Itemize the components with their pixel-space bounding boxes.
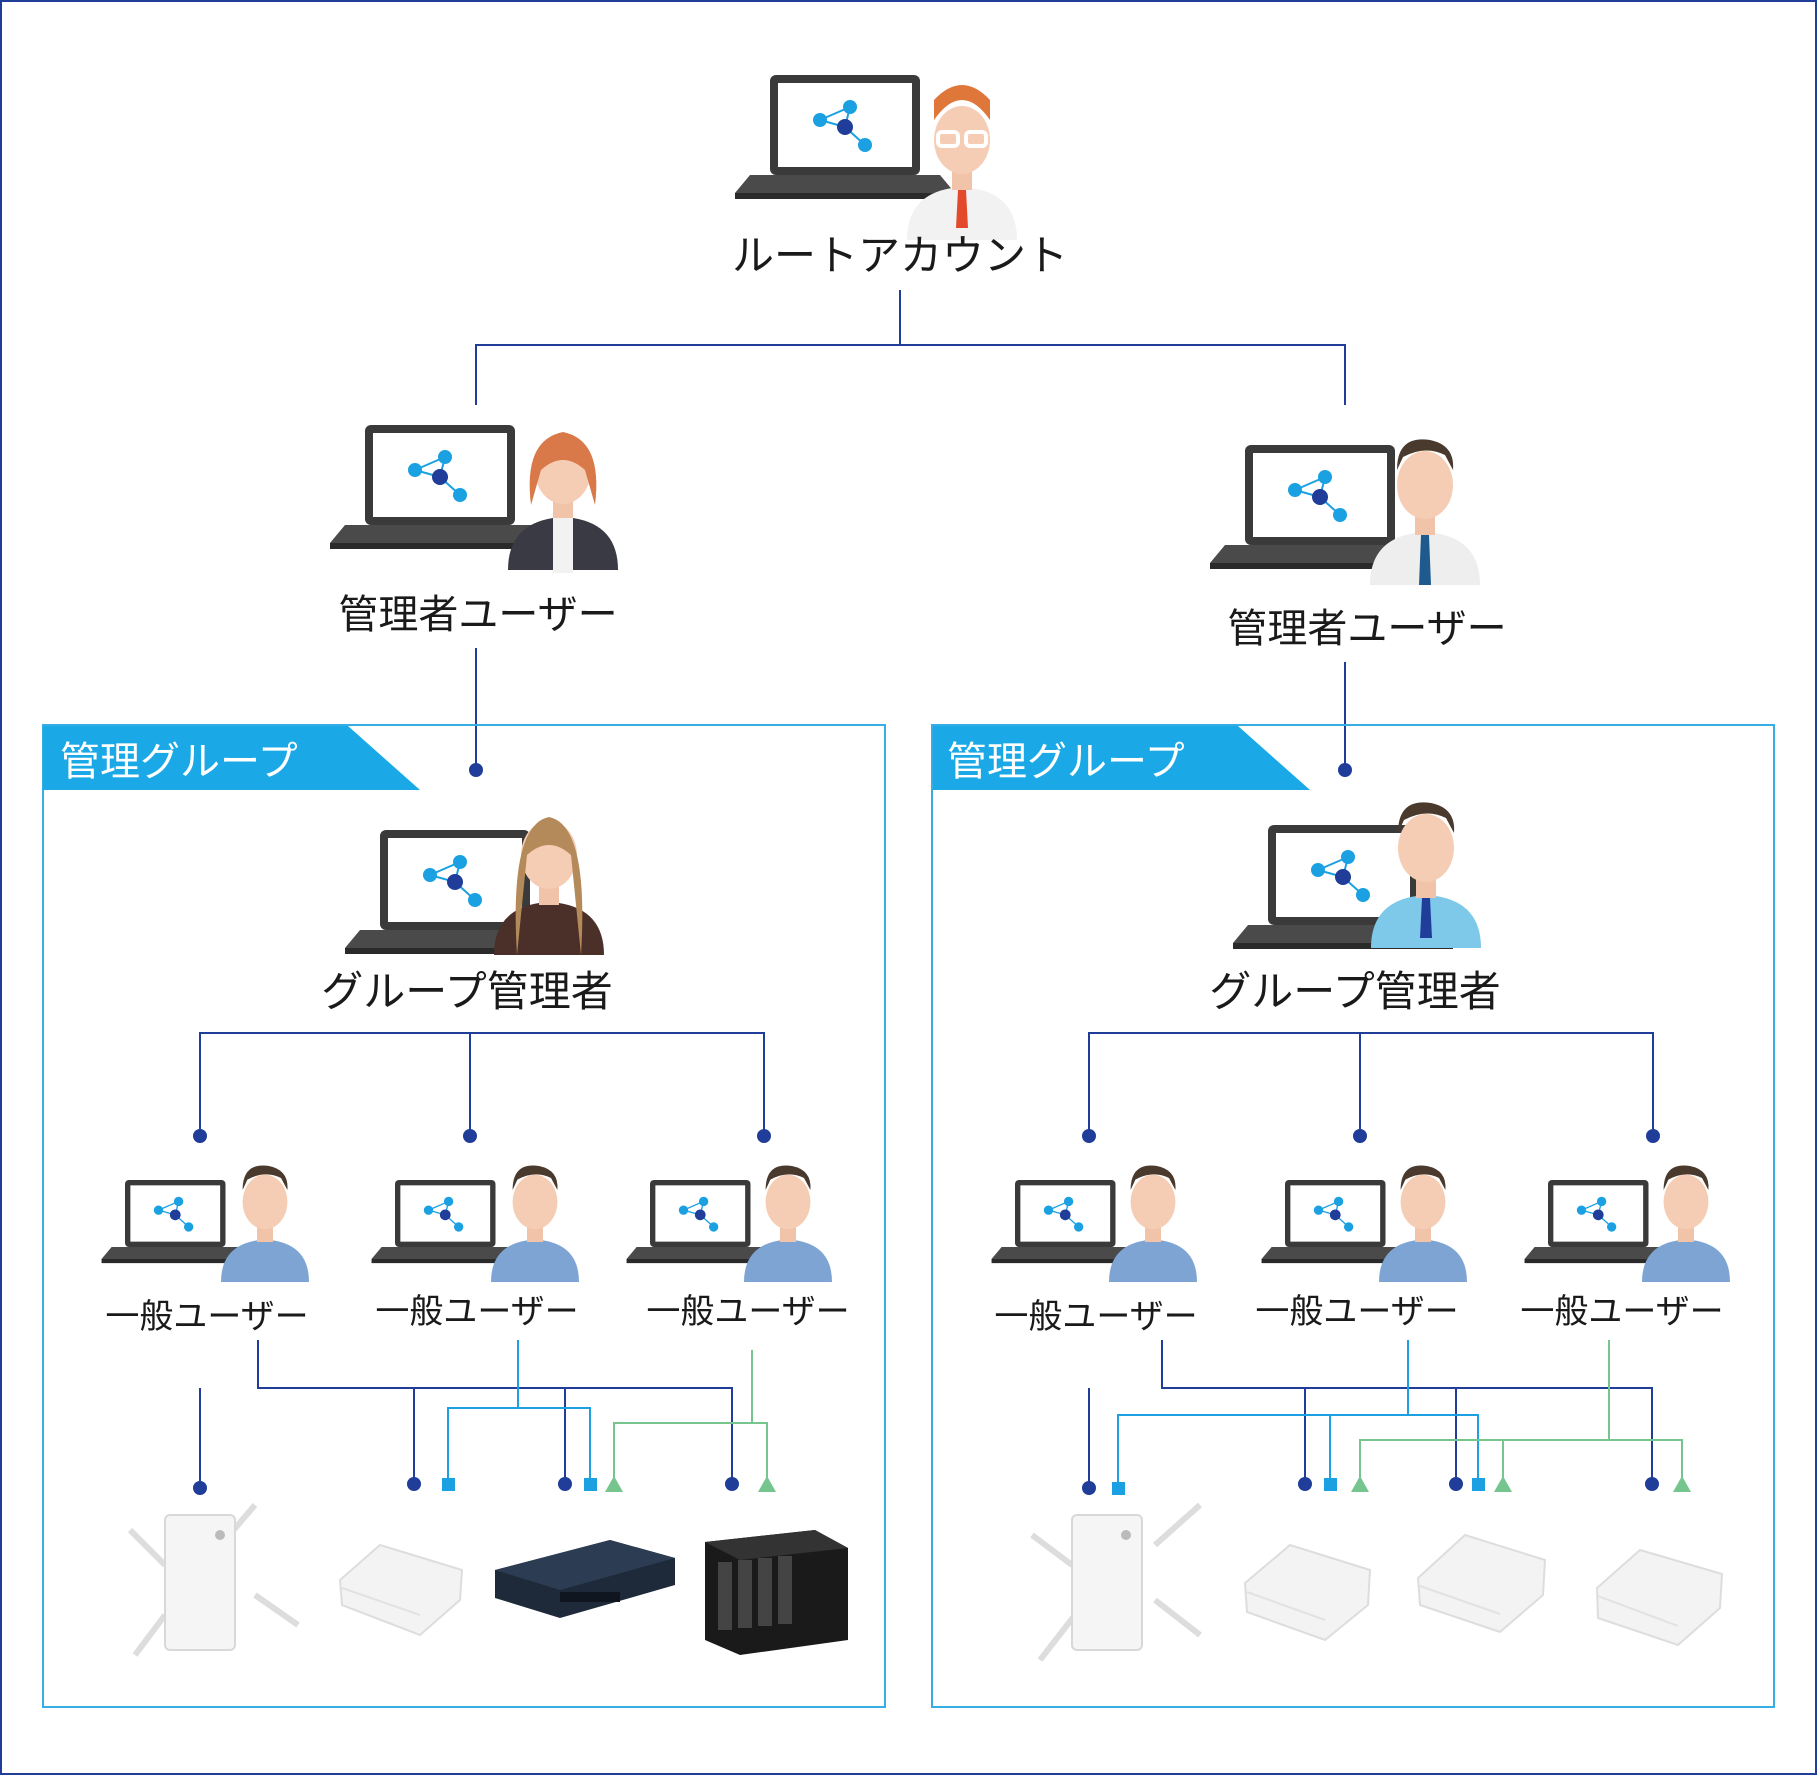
group-manager-node-right: グループ管理者 [1209, 802, 1501, 1016]
general-user-label: 一般ユーザー [1520, 1292, 1723, 1332]
general-user-label: 一般ユーザー [646, 1292, 849, 1332]
router-device-icon [1416, 1533, 1547, 1634]
laptop-icon [990, 1179, 1140, 1264]
laptop-icon [370, 1179, 520, 1264]
group-manager-label: グループ管理者 [321, 967, 612, 1016]
general-user-label: 一般ユーザー [375, 1292, 578, 1332]
general-user-node: 一般ユーザー [1255, 1165, 1467, 1332]
person-admin-man-icon [1370, 439, 1480, 585]
access-point-device-icon [127, 1503, 300, 1657]
laptop-icon [625, 1179, 775, 1264]
router-device-icon [338, 1543, 464, 1637]
general-user-node: 一般ユーザー [1520, 1165, 1730, 1332]
connector-squares [442, 1478, 1485, 1495]
person-user-icon [1642, 1165, 1730, 1282]
management-group-box-right: 管理グループ [931, 724, 1775, 1708]
person-manager-man-icon [1371, 802, 1481, 948]
router-device-icon [1595, 1548, 1724, 1647]
laptop-icon [734, 74, 956, 200]
general-user-label: 一般ユーザー [994, 1297, 1197, 1337]
nas-device-icon [705, 1530, 848, 1655]
person-user-icon [1109, 1165, 1197, 1282]
general-user-node: 一般ユーザー [100, 1165, 309, 1337]
person-admin-woman-icon [508, 432, 618, 573]
person-user-icon [221, 1165, 309, 1282]
group-tab [933, 726, 1310, 790]
admin-user-label: 管理者ユーザー [1227, 606, 1506, 652]
person-user-icon [744, 1165, 832, 1282]
person-user-icon [1379, 1165, 1467, 1282]
network-switch-device-icon [495, 1540, 675, 1618]
person-root-icon [907, 85, 1017, 240]
laptop-icon [1260, 1179, 1410, 1264]
general-user-label: 一般ユーザー [1255, 1292, 1458, 1332]
person-user-icon [491, 1165, 579, 1282]
group-tab [43, 726, 420, 790]
general-user-label: 一般ユーザー [105, 1297, 308, 1337]
access-point-device-icon [1030, 1502, 1202, 1662]
group-title: 管理グループ [60, 739, 298, 785]
root-account-node: ルートアカウント [732, 74, 1068, 280]
connector-triangles [605, 1476, 1691, 1492]
person-manager-woman-icon [494, 817, 604, 955]
general-user-node: 一般ユーザー [990, 1165, 1198, 1337]
laptop-icon [1523, 1179, 1673, 1264]
general-user-node: 一般ユーザー [625, 1165, 850, 1332]
connector-dots [193, 763, 1660, 1495]
general-user-node: 一般ユーザー [370, 1165, 579, 1332]
laptop-icon [100, 1179, 250, 1264]
root-account-label: ルートアカウント [732, 231, 1068, 280]
admin-user-node-right: 管理者ユーザー [1209, 439, 1507, 652]
tree-connectors [199, 290, 1683, 1482]
group-title: 管理グループ [947, 739, 1185, 785]
group-manager-node-left: グループ管理者 [321, 817, 613, 1016]
router-device-icon [1243, 1543, 1372, 1642]
admin-user-label: 管理者ユーザー [338, 592, 617, 638]
laptop-icon [329, 424, 551, 550]
management-group-box-left: 管理グループ [42, 724, 886, 1708]
admin-user-node-left: 管理者ユーザー [329, 424, 618, 638]
group-manager-label: グループ管理者 [1209, 967, 1500, 1016]
